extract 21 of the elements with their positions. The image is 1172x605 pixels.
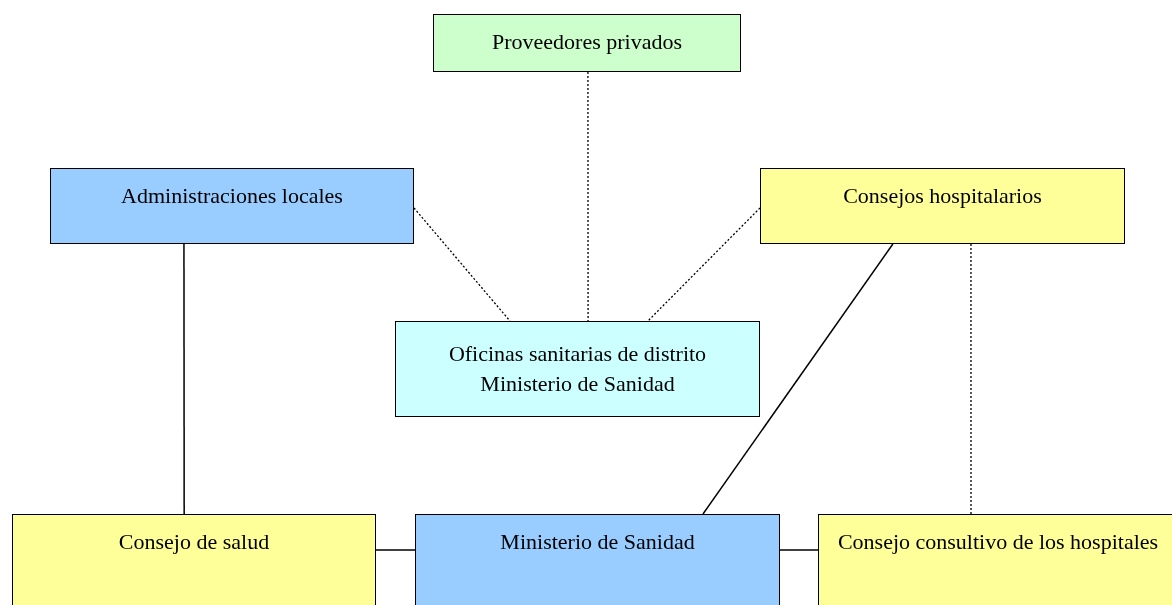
box-label: Ministerio de Sanidad (499, 528, 696, 556)
org-box (760, 168, 1125, 244)
connector-line (375, 549, 416, 551)
box-label: Consejo consultivo de los hospitales (836, 528, 1160, 556)
org-box (415, 514, 780, 605)
connector-line (183, 243, 185, 515)
org-box (433, 14, 741, 72)
org-box (395, 321, 760, 417)
org-box (12, 514, 376, 605)
org-box (50, 168, 414, 244)
org-box (818, 514, 1172, 605)
box-label: Administraciones locales (120, 182, 344, 210)
dotted-line (413, 207, 511, 322)
connector-line (702, 243, 894, 515)
box-label: Consejo de salud (117, 528, 271, 556)
box-label: Consejos hospitalarios (842, 182, 1043, 210)
dotted-line (970, 243, 972, 515)
connector-line (779, 549, 819, 551)
box-label: Oficinas sanitarias de distrito Ministerio de Sanidad (447, 340, 708, 398)
box-label: Proveedores privados (491, 28, 683, 56)
dotted-line (647, 207, 761, 322)
